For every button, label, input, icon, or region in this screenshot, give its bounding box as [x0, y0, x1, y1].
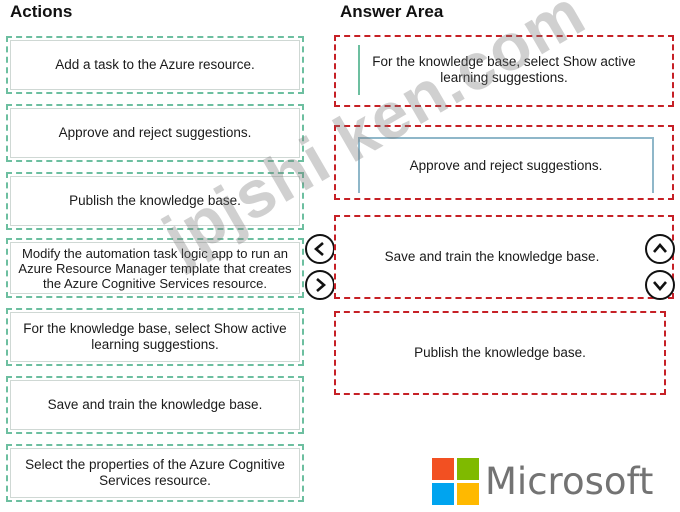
action-item-add-task[interactable]: Add a task to the Azure resource. [6, 36, 304, 94]
action-item-label: Modify the automation task logic app to … [18, 245, 292, 291]
move-left-button[interactable] [305, 234, 335, 264]
answer-slot-2[interactable]: Approve and reject suggestions. [334, 125, 674, 200]
microsoft-logo-icon [432, 458, 479, 505]
chevron-up-icon [653, 243, 667, 253]
microsoft-logo: Microsoft [432, 458, 653, 505]
answer-item-show-active-learning[interactable]: For the knowledge base, select Show acti… [358, 45, 648, 95]
answer-slot-1[interactable]: For the knowledge base, select Show acti… [334, 35, 674, 107]
logo-square-yellow [457, 483, 479, 505]
logo-square-red [432, 458, 454, 480]
move-right-button[interactable] [305, 270, 335, 300]
action-item-label: Add a task to the Azure resource. [55, 57, 255, 72]
move-up-button[interactable] [645, 234, 675, 264]
action-item-label: Approve and reject suggestions. [58, 125, 252, 140]
chevron-left-icon [314, 242, 324, 256]
action-item-save-train[interactable]: Save and train the knowledge base. [6, 376, 304, 434]
answer-item-label: Approve and reject suggestions. [409, 158, 603, 173]
logo-square-green [457, 458, 479, 480]
action-item-publish[interactable]: Publish the knowledge base. [6, 172, 304, 230]
action-item-label: Publish the knowledge base. [69, 193, 241, 208]
answer-area-heading: Answer Area [340, 2, 444, 21]
action-item-label: Select the properties of the Azure Cogni… [25, 457, 285, 488]
answer-item-label: For the knowledge base, select Show acti… [372, 54, 636, 85]
action-item-select-properties[interactable]: Select the properties of the Azure Cogni… [6, 444, 304, 502]
action-item-modify-logic-app[interactable]: Modify the automation task logic app to … [6, 238, 304, 298]
action-item-label: Save and train the knowledge base. [47, 397, 263, 412]
actions-heading: Actions [10, 2, 73, 21]
chevron-right-icon [316, 278, 326, 292]
chevron-down-icon [653, 281, 667, 291]
action-item-approve-reject[interactable]: Approve and reject suggestions. [6, 104, 304, 162]
answer-slot-3[interactable]: Save and train the knowledge base. [334, 215, 674, 299]
answer-slot-4[interactable]: Publish the knowledge base. [334, 311, 666, 395]
microsoft-logo-text: Microsoft [485, 460, 654, 503]
answer-item-label: Publish the knowledge base. [414, 345, 586, 360]
action-item-label: For the knowledge base, select Show acti… [23, 321, 287, 352]
answer-item-approve-reject[interactable]: Approve and reject suggestions. [358, 137, 654, 193]
answer-item-label: Save and train the knowledge base. [384, 249, 600, 264]
action-item-show-active-learning[interactable]: For the knowledge base, select Show acti… [6, 308, 304, 366]
logo-square-blue [432, 483, 454, 505]
move-down-button[interactable] [645, 270, 675, 300]
